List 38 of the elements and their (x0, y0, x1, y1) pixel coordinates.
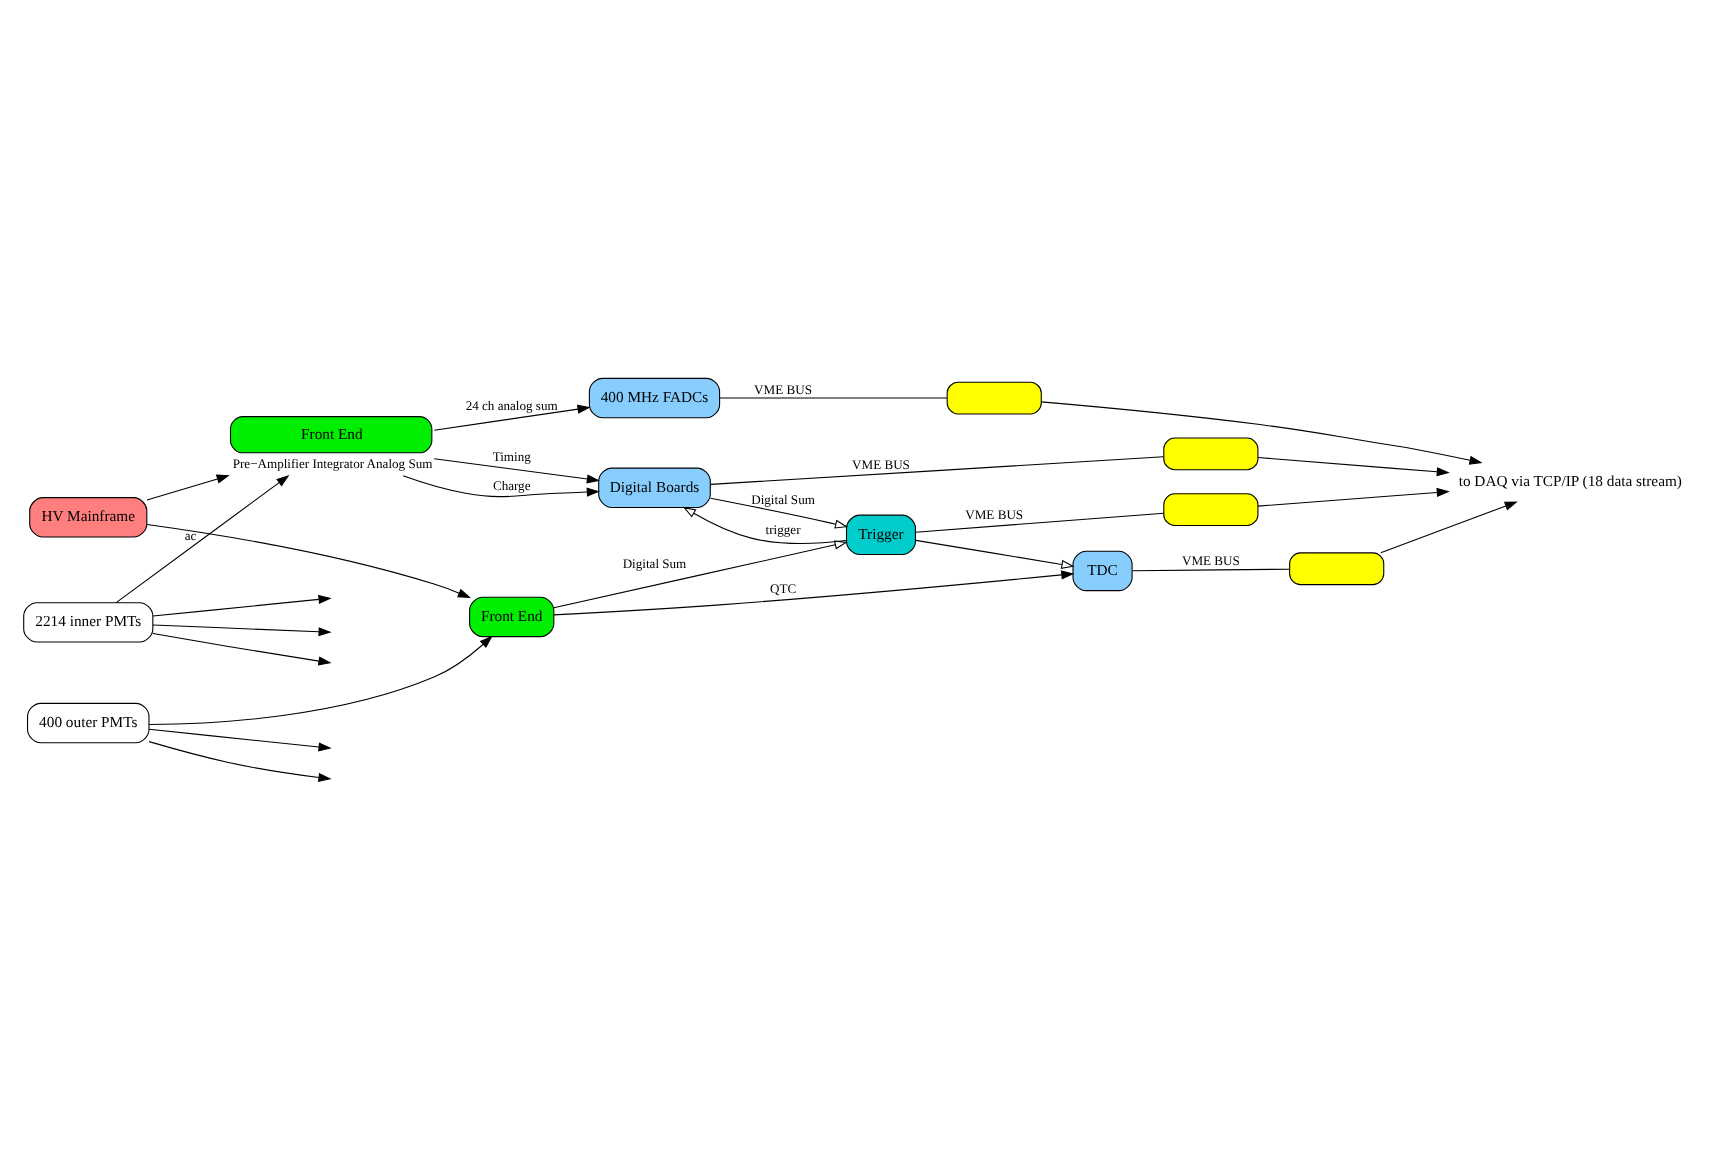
arrow (915, 539, 1075, 569)
arrow (710, 497, 849, 529)
node-box: Trigger (845, 514, 916, 556)
arrow (152, 633, 332, 666)
node-box (1163, 437, 1259, 471)
connector (915, 512, 1165, 533)
node-box: Front End (469, 596, 555, 638)
arrow (402, 475, 600, 498)
arrow (146, 523, 471, 599)
connector (719, 397, 948, 399)
arrow (152, 594, 332, 617)
arrow (148, 741, 332, 782)
arrow (433, 458, 600, 484)
arrow (1257, 457, 1450, 477)
arrow (682, 506, 847, 544)
node-box: 400 MHz FADCs (588, 377, 721, 419)
arrow (148, 635, 493, 725)
node-box (946, 381, 1042, 415)
node-box: HV Mainframe (29, 497, 148, 538)
node-box (1289, 552, 1385, 586)
arrow (152, 624, 332, 637)
arrow (115, 475, 290, 603)
node-box: 2214 inner PMTs (23, 602, 154, 643)
arrow (553, 540, 848, 609)
connector (1132, 568, 1291, 572)
arrow (146, 474, 230, 501)
arrow (148, 728, 332, 752)
arrow (1040, 401, 1483, 465)
node-box: TDC (1072, 550, 1133, 592)
arrow (433, 404, 591, 431)
node-box: 400 outer PMTs (27, 702, 150, 744)
node-box: Digital Boards (598, 467, 711, 509)
connector (710, 456, 1165, 485)
arrow (1380, 501, 1518, 554)
node-text: to DAQ via TCP/IP (18 data stream) (1458, 472, 1682, 491)
arrow (553, 570, 1075, 616)
node-box (1163, 493, 1259, 527)
arrow (1257, 487, 1450, 507)
